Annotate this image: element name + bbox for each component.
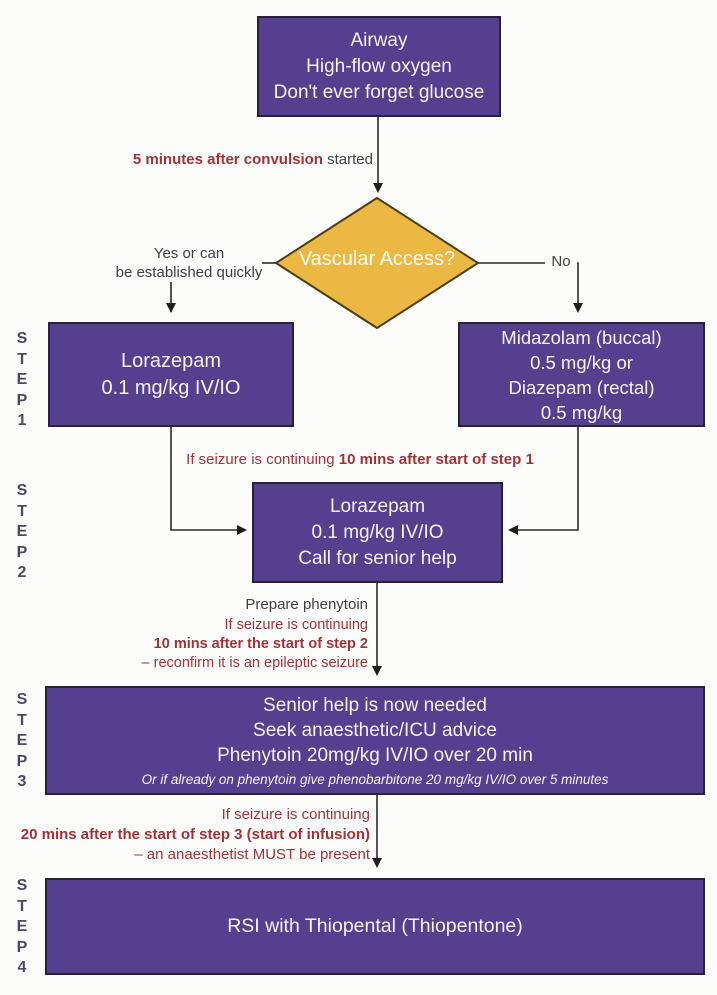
note-after-step2: If seizure is continuing 10 mins after t… xyxy=(48,616,368,673)
step1-midazolam-line-1: Midazolam (buccal) xyxy=(501,326,662,348)
step2-line-3: Call for senior help xyxy=(298,547,457,569)
step1-midazolam-line-3: Diazepam (rectal) xyxy=(508,376,655,398)
step3-phenobarbitone-note: Or if already on phenytoin give phenobar… xyxy=(141,772,609,787)
branch-no-label: No xyxy=(545,253,577,270)
note-after-convulsion-normal: started xyxy=(322,151,373,168)
step1-midazolam-box: Midazolam (buccal) 0.5 mg/kg or Diazepam… xyxy=(458,322,705,427)
step-4-label: S T E P 4 xyxy=(16,877,28,976)
note-after-step1-bold: 10 mins after start of step 1 xyxy=(338,451,534,468)
note-after-step1-normal: If seizure is continuing xyxy=(186,451,339,468)
step3-line-2: Seek anaesthetic/ICU advice xyxy=(253,720,497,741)
note-after-convulsion: 5 minutes after convulsion started xyxy=(90,151,373,168)
note-after-step2-line-1: If seizure is continuing xyxy=(224,617,368,633)
connector-step1-left-to-step2 xyxy=(170,427,247,535)
step2-line-2: 0.1 mg/kg IV/IO xyxy=(311,521,444,543)
step-1-label: S T E P 1 xyxy=(16,330,28,429)
step-3-label: S T E P 3 xyxy=(16,691,28,790)
airway-line-1: Airway xyxy=(350,29,408,51)
step3-phenytoin-box: Senior help is now needed Seek anaesthet… xyxy=(45,686,705,795)
step2-lorazepam-box: Lorazepam 0.1 mg/kg IV/IO Call for senio… xyxy=(252,482,503,583)
step2-line-1: Lorazepam xyxy=(329,495,426,517)
note-after-convulsion-bold: 5 minutes after convulsion xyxy=(132,151,323,168)
step4-rsi-box: RSI with Thiopental (Thiopentone) xyxy=(45,878,705,975)
note-after-step3-line-1: If seizure is continuing xyxy=(221,806,370,823)
note-after-step2-line-2: 10 mins after the start of step 2 xyxy=(153,636,368,652)
connector-diamond-no-to-box xyxy=(478,262,583,313)
airway-box: Airway High-flow oxygen Don't ever forge… xyxy=(257,16,501,117)
note-prepare-phenytoin: Prepare phenytoin xyxy=(245,596,368,613)
step-2-label: S T E P 2 xyxy=(16,482,28,581)
step1-lorazepam-line-2: 0.1 mg/kg IV/IO xyxy=(101,376,241,399)
step1-lorazepam-line-1: Lorazepam xyxy=(120,349,222,372)
branch-yes-label: Yes or can be established quickly xyxy=(115,245,263,281)
vascular-access-question: Vascular Access? xyxy=(298,248,456,270)
note-after-step1: If seizure is continuing 10 mins after s… xyxy=(140,451,580,468)
vascular-access-diamond xyxy=(274,196,480,330)
airway-line-2: High-flow oxygen xyxy=(306,55,452,77)
note-after-step3-line-3: – an anaesthetist MUST be present xyxy=(134,846,370,863)
step3-line-3: Phenytoin 20mg/kg IV/IO over 20 min xyxy=(217,745,533,766)
step1-midazolam-line-2: 0.5 mg/kg or xyxy=(530,351,633,373)
step4-line-1: RSI with Thiopental (Thiopentone) xyxy=(227,915,523,937)
note-after-step3: If seizure is continuing 20 mins after t… xyxy=(18,805,370,865)
note-after-step3-line-2: 20 mins after the start of step 3 (start… xyxy=(20,826,370,843)
step1-lorazepam-box: Lorazepam 0.1 mg/kg IV/IO xyxy=(48,322,294,427)
step3-line-1: Senior help is now needed xyxy=(263,695,487,716)
connector-step1-right-to-step2 xyxy=(508,427,579,535)
note-after-step2-line-3: – reconfirm it is an epileptic seizure xyxy=(141,655,368,671)
step1-midazolam-line-4: 0.5 mg/kg xyxy=(540,401,623,423)
airway-line-3: Don't ever forget glucose xyxy=(273,81,485,103)
